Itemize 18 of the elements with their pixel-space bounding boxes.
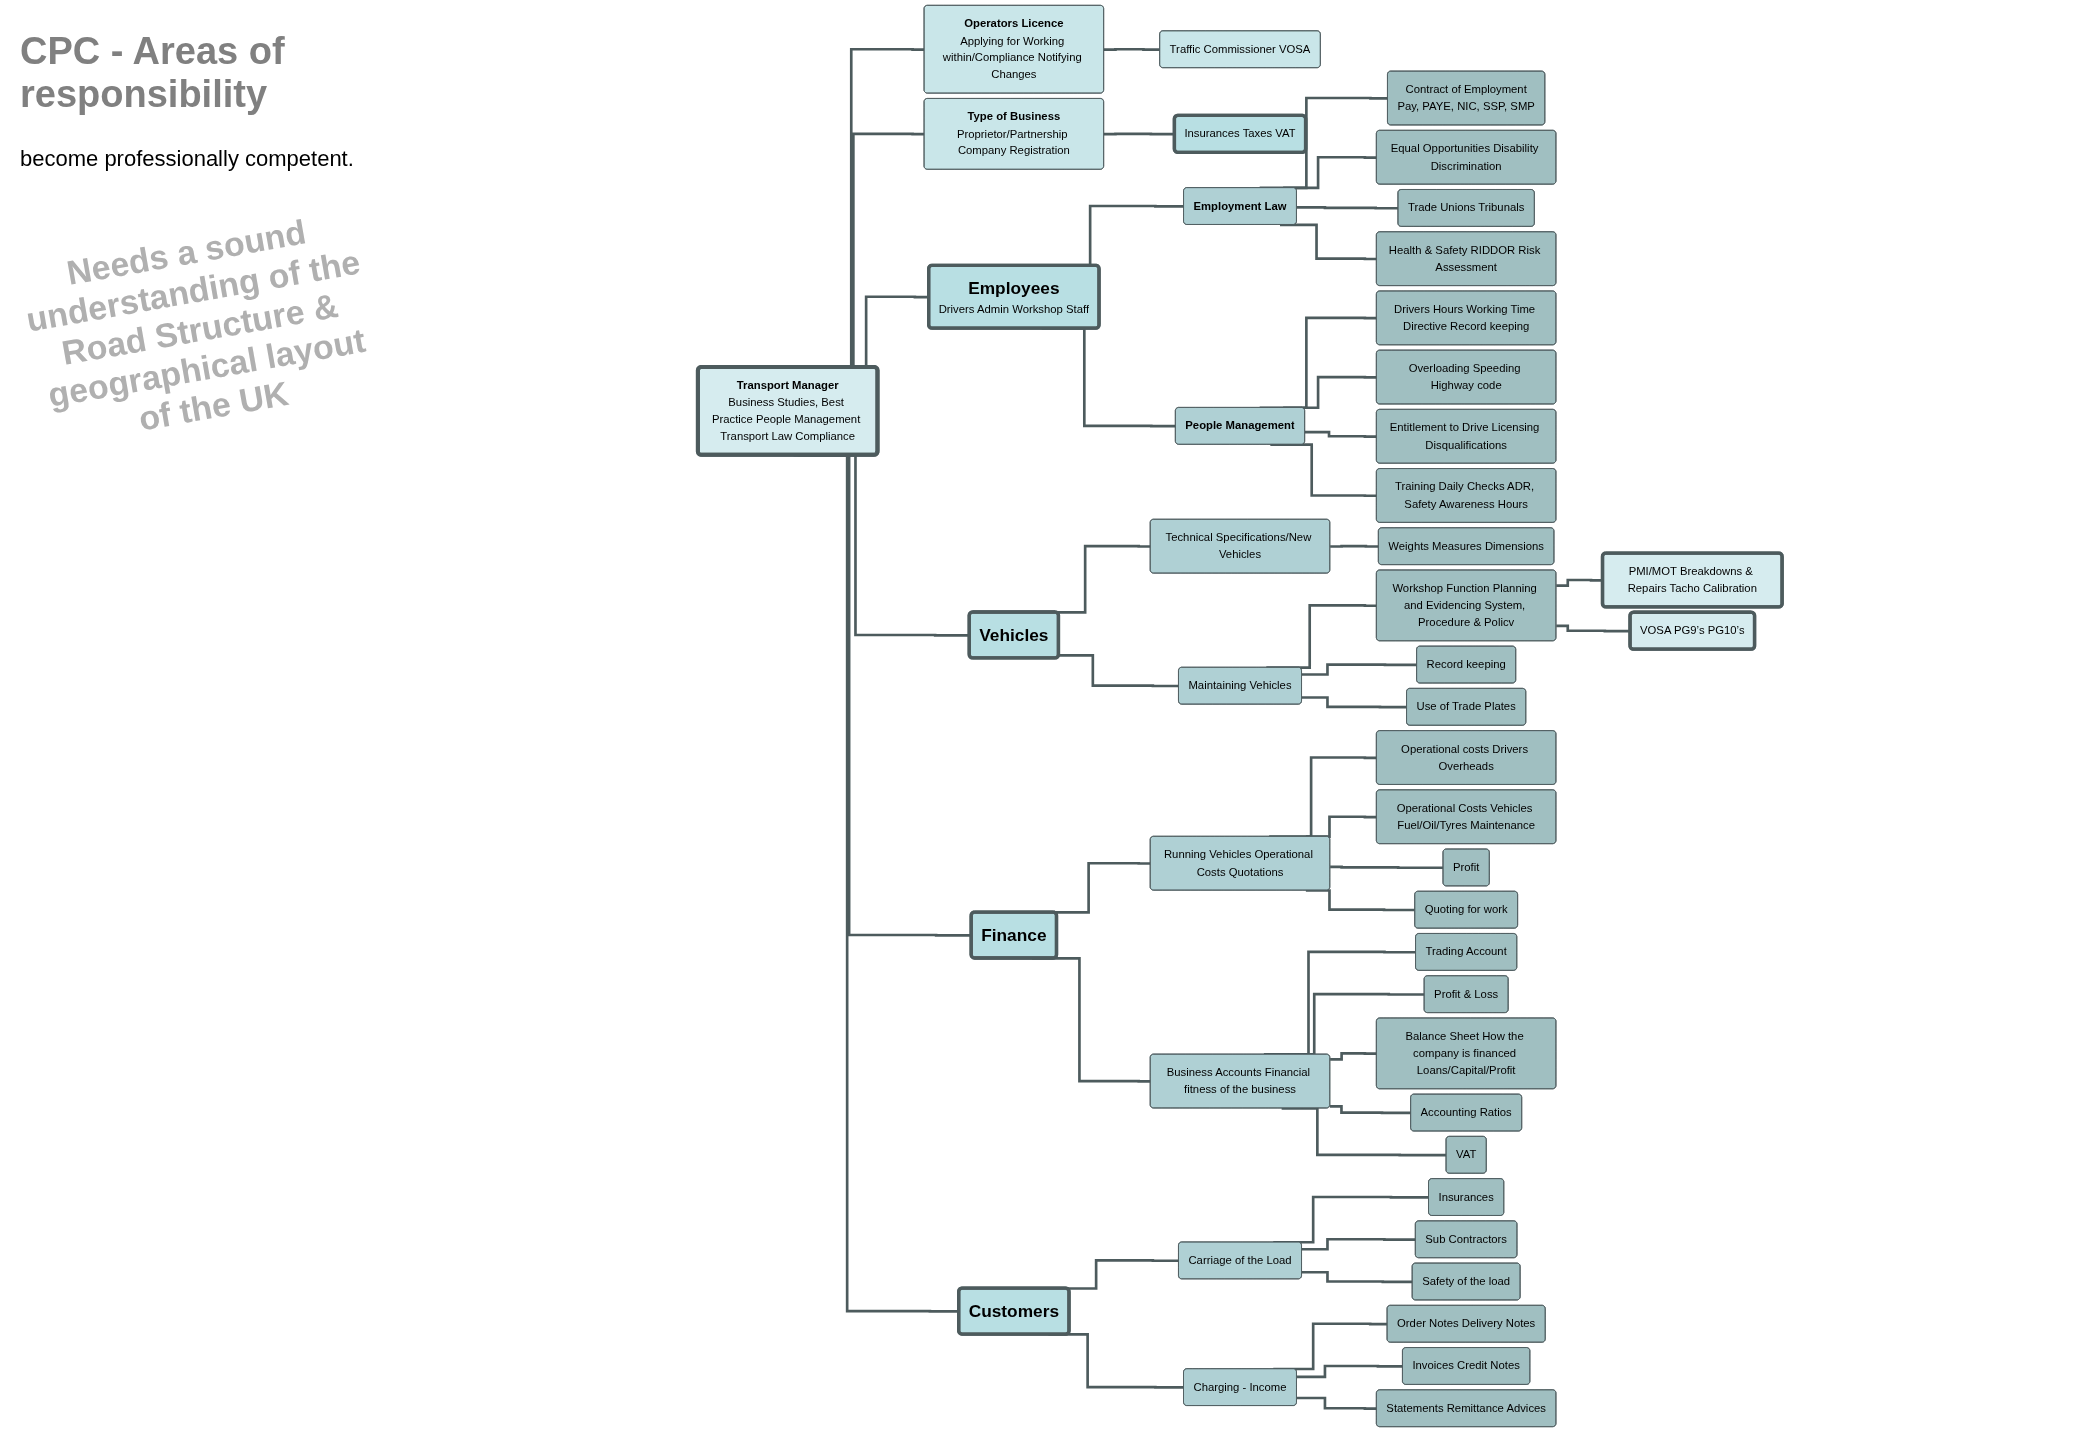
connector bbox=[1330, 1052, 1377, 1061]
intro-text: become professionally competent. bbox=[20, 146, 355, 172]
connector bbox=[1296, 1364, 1403, 1379]
connector bbox=[1280, 223, 1377, 261]
connector bbox=[1301, 663, 1417, 676]
connector bbox=[1296, 206, 1399, 210]
connector bbox=[1305, 430, 1377, 438]
diagram-title: CPC - Areas of responsibility bbox=[20, 30, 286, 116]
connector bbox=[1330, 865, 1444, 870]
connector bbox=[1301, 1237, 1416, 1251]
connector bbox=[1330, 544, 1379, 548]
connector bbox=[1281, 1107, 1447, 1157]
connector bbox=[1329, 1105, 1411, 1115]
connector bbox=[1104, 47, 1160, 51]
connector bbox=[1301, 696, 1407, 709]
connector bbox=[1301, 1270, 1413, 1284]
connector bbox=[1296, 1396, 1377, 1410]
connector bbox=[1058, 653, 1179, 688]
